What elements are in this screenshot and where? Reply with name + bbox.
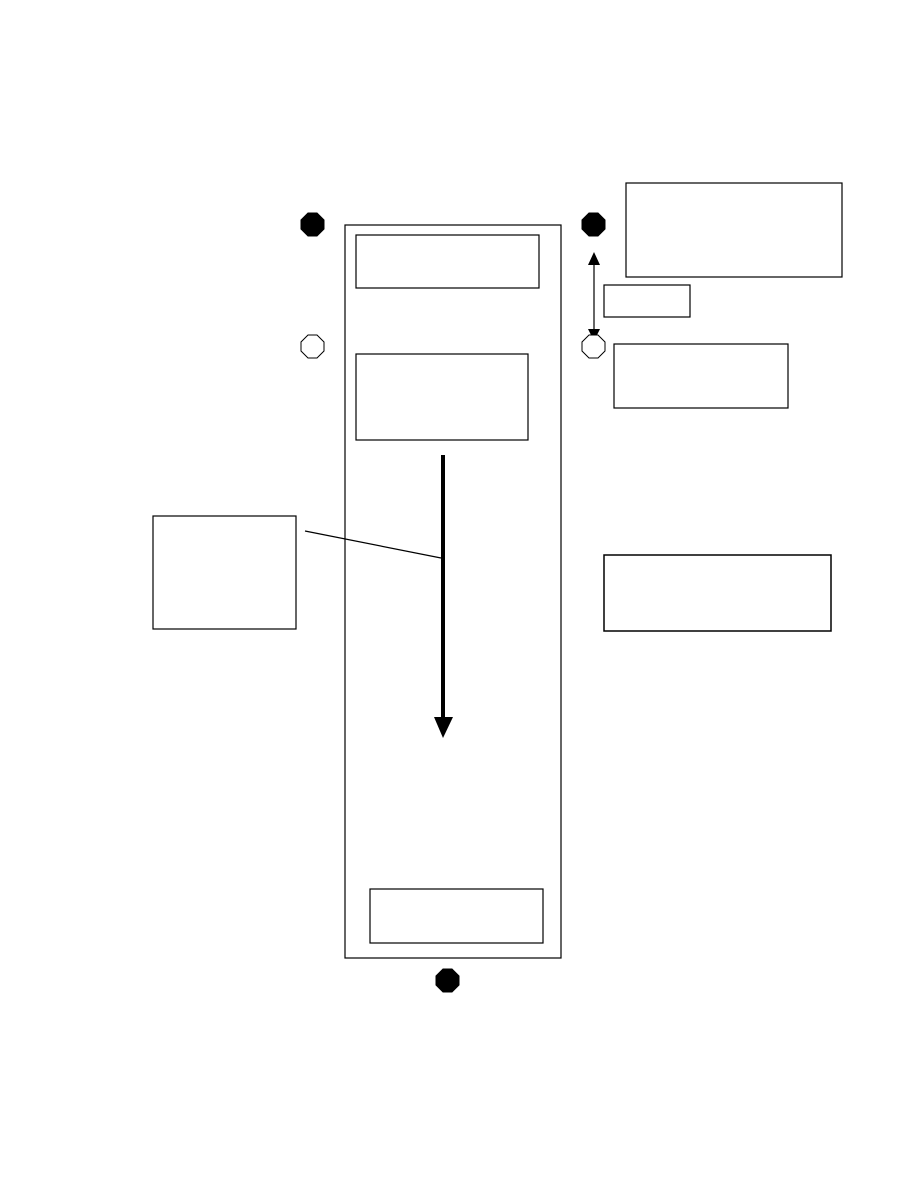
right-middle-box bbox=[613, 343, 789, 409]
main-column bbox=[344, 224, 562, 959]
marker-right-top bbox=[581, 212, 606, 237]
flow-arrowhead bbox=[434, 717, 453, 738]
right-top-box bbox=[625, 182, 843, 278]
column-top-box bbox=[355, 234, 540, 289]
marker-left-top bbox=[300, 212, 325, 237]
right-lower-box bbox=[603, 554, 832, 632]
column-upper-box bbox=[355, 353, 529, 441]
left-callout-box bbox=[152, 515, 297, 630]
marker-bottom bbox=[435, 968, 460, 993]
marker-left-middle bbox=[300, 334, 325, 359]
marker-right-middle bbox=[581, 334, 606, 359]
callout-leader-line bbox=[304, 530, 442, 559]
right-small-box bbox=[603, 284, 691, 318]
double-arrow bbox=[588, 252, 600, 341]
column-bottom-box bbox=[369, 888, 544, 944]
